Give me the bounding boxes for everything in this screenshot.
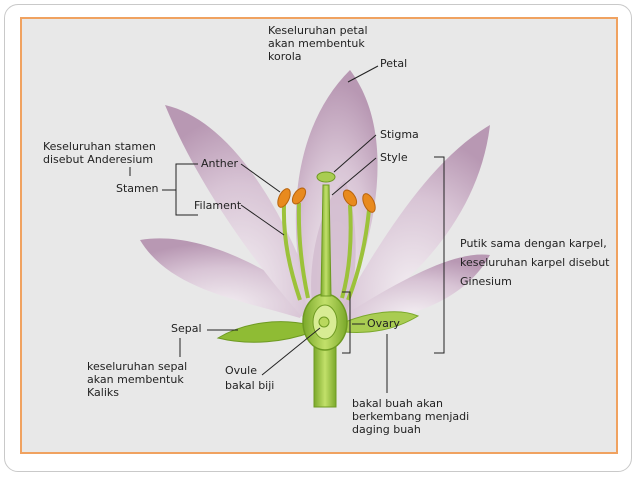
anther-1 (277, 188, 291, 208)
label-anther: Anther (201, 157, 239, 170)
anther-2 (291, 187, 307, 205)
leader-stigma (333, 134, 377, 173)
label-stigma: Stigma (380, 128, 419, 141)
sepal-right (344, 311, 420, 333)
leader-anther (240, 163, 281, 193)
filament-1 (281, 204, 302, 301)
leader-ovule (261, 327, 321, 376)
leader-petal (347, 65, 379, 83)
label-daging-buah: bakal buah akan berkembang menjadi dagin… (352, 397, 470, 436)
leader-filament (240, 204, 285, 236)
ovule (318, 316, 330, 328)
filament-3 (340, 204, 353, 299)
label-ginesium: Putik sama dengan karpel, keseluruhan ka… (460, 237, 610, 288)
label-anderesium: Keseluruhan stamen disebut Anderesium (43, 140, 156, 166)
label-sepal: Sepal (171, 322, 202, 335)
anther-4 (362, 193, 376, 213)
bracket-ginesium (434, 156, 445, 354)
anther-3 (342, 189, 358, 207)
petal-far-right (340, 254, 490, 326)
label-stamen: Stamen (116, 182, 159, 195)
label-korola: Keseluruhan petal akan membentuk korola (268, 24, 368, 63)
filament-4 (346, 209, 371, 301)
label-petal: Petal (380, 57, 408, 70)
label-kaliks: keseluruhan sepal akan membentuk Kaliks (87, 360, 188, 399)
leader-style (331, 157, 377, 196)
label-style: Style (380, 151, 408, 164)
label-ovule: Ovule bakal biji (225, 364, 275, 392)
label-ovary: Ovary (367, 317, 400, 330)
bracket-stamen (162, 163, 198, 216)
filament-2 (296, 202, 310, 299)
stigma (316, 171, 336, 183)
flower-stem (313, 344, 337, 408)
label-filament: Filament (194, 199, 242, 212)
petal-left (165, 105, 315, 320)
bracket-ovary (342, 291, 351, 354)
sepal-left (216, 321, 313, 343)
petal-right (335, 125, 490, 322)
style (320, 184, 332, 297)
petal-far-left (140, 238, 310, 318)
